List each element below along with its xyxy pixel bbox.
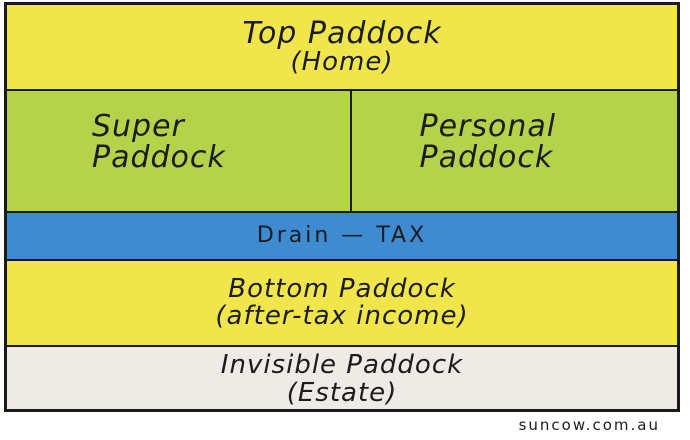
bottom-paddock-title: Bottom Paddock — [228, 273, 456, 304]
middle-paddocks: Super Paddock Personal Paddock — [7, 91, 677, 213]
suncow-credit: suncow.com.au — [518, 416, 660, 434]
personal-paddock: Personal Paddock — [351, 91, 677, 211]
paddock-diagram: Top Paddock (Home) Super Paddock Persona… — [4, 2, 680, 412]
invisible-paddock-subtitle: (Estate) — [286, 377, 398, 408]
top-paddock: Top Paddock (Home) — [7, 5, 677, 91]
super-paddock-line1: Super — [92, 108, 185, 144]
drain-tax-label: Drain — TAX — [256, 223, 428, 249]
personal-paddock-line1: Personal — [419, 108, 557, 144]
invisible-paddock-title: Invisible Paddock — [220, 350, 464, 381]
top-paddock-subtitle: (Home) — [290, 47, 394, 78]
super-paddock-line2: Paddock — [92, 140, 226, 175]
personal-paddock-line2: Paddock — [419, 140, 554, 175]
top-paddock-title: Top Paddock — [242, 15, 442, 51]
invisible-paddock: Invisible Paddock (Estate) — [7, 347, 677, 409]
bottom-paddock: Bottom Paddock (after-tax income) — [7, 261, 677, 347]
drain-tax: Drain — TAX — [7, 213, 677, 261]
bottom-paddock-subtitle: (after-tax income) — [215, 301, 469, 331]
super-paddock: Super Paddock — [7, 91, 352, 211]
